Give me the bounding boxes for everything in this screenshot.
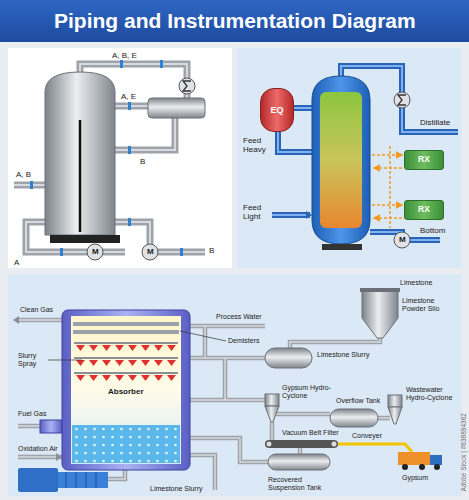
watermark: Adobe Stock | #638894362 (461, 413, 468, 491)
stream-label: Limestone Slurry (150, 485, 203, 493)
stream-label: Clean Gas (20, 306, 53, 314)
motor-symbol: M (92, 247, 99, 256)
stream-label: Bottom (420, 226, 445, 235)
equipment-label: Conveyer (352, 432, 382, 440)
stream-label: Distillate (420, 118, 450, 127)
stream-label: Gypsum (402, 474, 428, 482)
motor-symbol: M (147, 247, 154, 256)
node-text: RX (418, 155, 430, 165)
stream-label: A, B (16, 170, 31, 179)
title-text: Piping and Instrumentation Diagram (54, 9, 416, 33)
equipment-label: Vacuum Belt Filter (282, 429, 339, 437)
stream-label: B (140, 157, 145, 166)
stream-label: Limestone (400, 279, 432, 287)
node-text: EQ (270, 105, 283, 115)
equalizer-vessel: EQ (260, 88, 294, 132)
stream-label: A, E (121, 92, 136, 101)
equipment-label: Gypsum Hydro-Cyclone (282, 384, 332, 400)
stream-label: B (209, 246, 214, 255)
stream-label: Process Water (216, 313, 262, 321)
node-text: RX (418, 205, 430, 215)
stream-label: A (14, 258, 19, 267)
equipment-label: Recovered Suspension Tank (268, 476, 328, 492)
stream-label: Feed Light (243, 203, 273, 221)
reactor-box: RX (404, 200, 444, 220)
equipment-label: Limestone Powder Silo (402, 297, 454, 313)
equipment-label: Absorber (108, 387, 144, 396)
equipment-label: Demisters (228, 337, 260, 345)
motor-symbol: M (399, 235, 406, 244)
reactor-box: RX (404, 150, 444, 170)
equipment-label: Wastewater Hydro-Cyclone (406, 386, 458, 402)
stream-label: Oxidation Air (18, 445, 58, 453)
stream-label: Feed Heavy (243, 136, 273, 154)
stream-label: Fuel Gas (18, 410, 46, 418)
equipment-label: Overflow Tank (336, 397, 380, 405)
equipment-label: Slurry Spray (18, 352, 48, 368)
equipment-label: Limestone Slurry (317, 351, 370, 359)
stream-label: A, B, E (112, 51, 137, 60)
